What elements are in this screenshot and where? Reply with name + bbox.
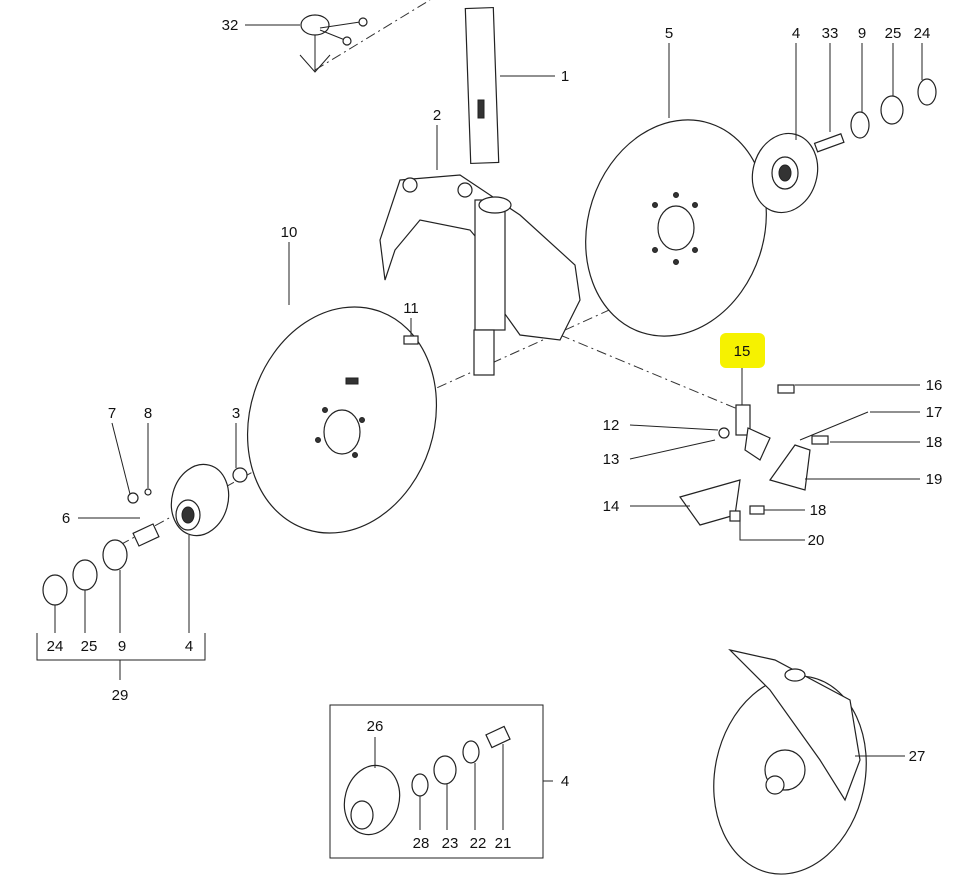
callout-21[interactable]: 21: [495, 835, 512, 852]
part-8-washer: [144, 488, 152, 496]
callout-27[interactable]: 27: [909, 748, 926, 765]
callout-9[interactable]: 9: [858, 25, 866, 42]
callout-3[interactable]: 3: [232, 405, 240, 422]
part-1-shank: [464, 6, 500, 165]
part-4-hub-left: [42, 463, 248, 606]
callout-12[interactable]: 12: [603, 417, 620, 434]
hub-detail-parts: [343, 725, 511, 836]
callout-28[interactable]: 28: [413, 835, 430, 852]
callout-14[interactable]: 14: [603, 498, 620, 515]
callout-15-highlighted[interactable]: 15: [734, 343, 751, 360]
leader-lines: [36, 24, 923, 830]
part-4-hub-top: [751, 78, 937, 214]
part-11-bolt: [403, 335, 419, 345]
part-7-nut: [127, 492, 139, 504]
part-2-frame: [379, 174, 581, 376]
callout-1[interactable]: 1: [561, 68, 569, 85]
callout-24[interactable]: 24: [914, 25, 931, 42]
part-3-washer: [232, 467, 248, 483]
part-10-disc: [246, 306, 438, 534]
callout-18[interactable]: 18: [926, 434, 943, 451]
callout-23[interactable]: 23: [442, 835, 459, 852]
callout-10[interactable]: 10: [281, 224, 298, 241]
callout-29[interactable]: 29: [112, 687, 129, 704]
callout-11[interactable]: 11: [403, 300, 419, 317]
callout-4[interactable]: 4: [792, 25, 800, 42]
callout-7[interactable]: 7: [108, 405, 116, 422]
part-32-clip-ring: [299, 14, 368, 73]
callout-33[interactable]: 33: [822, 25, 839, 42]
callout-19[interactable]: 19: [926, 471, 943, 488]
part-5-disc: [585, 119, 767, 337]
callout-4-lower[interactable]: 4: [185, 638, 193, 655]
axis-line: [314, 0, 431, 71]
callout-22[interactable]: 22: [470, 835, 487, 852]
callout-9-lower[interactable]: 9: [118, 638, 126, 655]
part-6-sleeve: [132, 523, 160, 547]
callout-25-lower[interactable]: 25: [81, 638, 98, 655]
callout-17[interactable]: 17: [926, 404, 943, 421]
callout-2[interactable]: 2: [433, 107, 441, 124]
callout-26[interactable]: 26: [367, 718, 384, 735]
callout-32[interactable]: 32: [222, 17, 239, 34]
callout-13[interactable]: 13: [603, 451, 620, 468]
callout-16[interactable]: 16: [926, 377, 943, 394]
part-27-assembled-view: [713, 648, 867, 875]
callout-25[interactable]: 25: [885, 25, 902, 42]
highlight-marker: [720, 333, 765, 368]
callout-20[interactable]: 20: [808, 532, 825, 549]
callout-8[interactable]: 8: [144, 405, 152, 422]
callout-24-lower[interactable]: 24: [47, 638, 64, 655]
callout-4-box[interactable]: 4: [561, 773, 569, 790]
callout-18-lower[interactable]: 18: [810, 502, 827, 519]
callout-6[interactable]: 6: [62, 510, 70, 527]
part-9-seal: [102, 539, 128, 571]
part-25-seal: [72, 559, 98, 591]
part-24-circlip: [42, 574, 68, 606]
scraper-assembly: [679, 384, 869, 526]
axis-line: [559, 334, 741, 411]
callout-5[interactable]: 5: [665, 25, 673, 42]
callout-labels: 32 1 2 5 4 33 9 25 24 10 11 15 16 17 18 …: [47, 17, 943, 852]
